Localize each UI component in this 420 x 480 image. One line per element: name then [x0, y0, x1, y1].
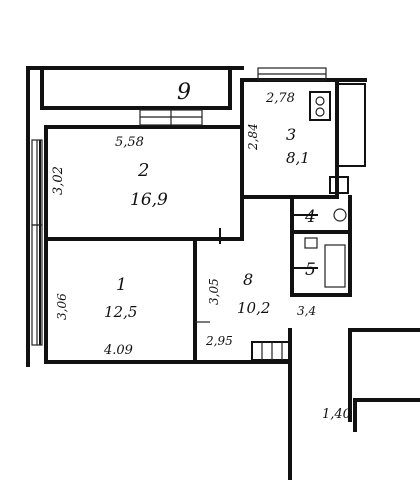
room-3-width: 2,78 — [265, 91, 295, 106]
room-4-label: 4 — [304, 207, 316, 227]
room-3-area: 8,1 — [286, 149, 310, 167]
room-2-area: 16,9 — [130, 190, 168, 210]
room-3-height: 2,84 — [246, 123, 260, 151]
room-2-height: 3,02 — [51, 166, 66, 195]
room-2-width: 5,58 — [115, 135, 144, 150]
room-1-area: 12,5 — [104, 303, 137, 321]
room-1-height: 3,06 — [55, 293, 69, 320]
room-8-label: 8 — [243, 270, 253, 289]
room-1-width: 4.09 — [103, 343, 133, 358]
room-2-label: 2 — [137, 160, 149, 181]
room-3-label: 3 — [286, 125, 296, 144]
room-1-label: 1 — [116, 275, 127, 295]
room-8-area: 10,2 — [237, 299, 270, 317]
room-8-extra: 3,4 — [297, 304, 316, 318]
plan-walls — [26, 66, 420, 480]
room-9-label: 9 — [177, 80, 191, 105]
room-5-label: 5 — [305, 260, 316, 280]
room-8-width: 2,95 — [205, 334, 233, 348]
room-8-height: 3,05 — [207, 278, 221, 305]
corridor-width: 1,40 — [322, 407, 351, 422]
